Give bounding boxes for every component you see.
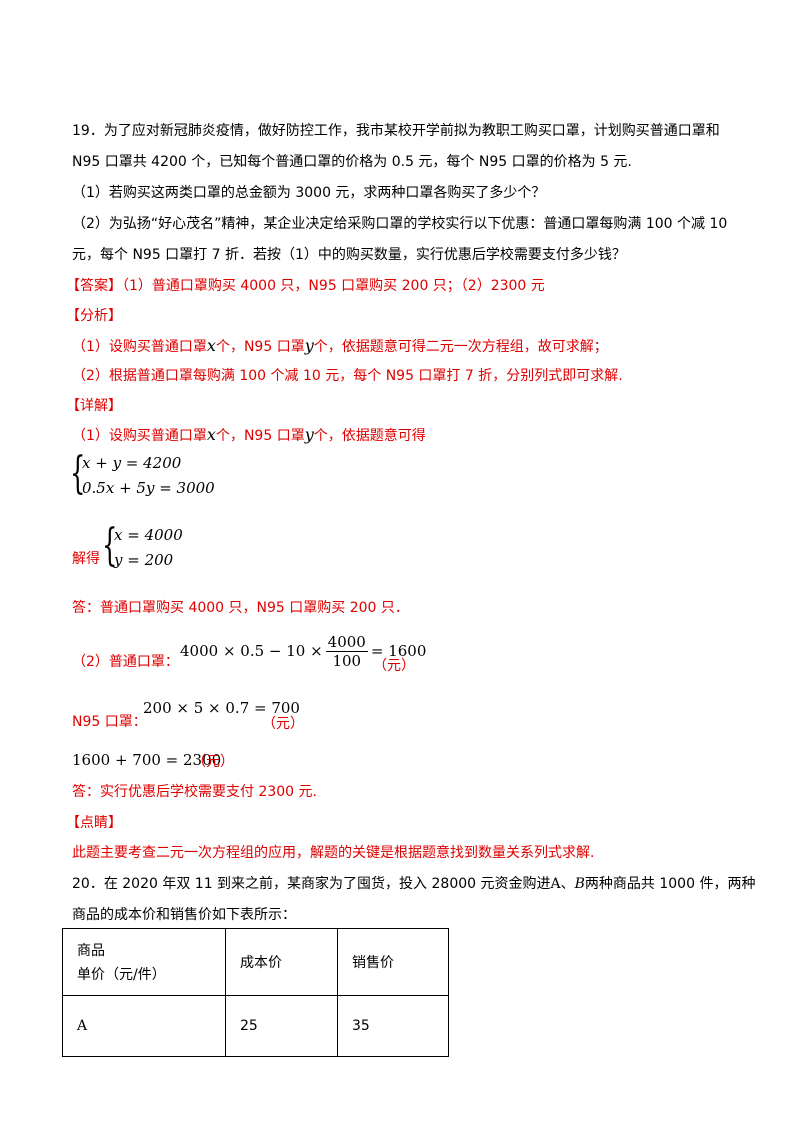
detail-label: 【详解】 [66,398,122,414]
detail-var-y: y [304,425,314,444]
analysis-line1-text-c: 个，依据题意可得二元一次方程组，故可求解； [313,339,608,355]
analysis-line1: （1）设购买普通口罩x个，N95 口罩y个，依据题意可得二元一次方程组，故可求解… [72,336,608,357]
sum-unit: （元） [192,754,234,770]
q20-line2: 商品的成本价和销售价如下表所示： [72,907,296,923]
n95-label: N95 口罩： [72,714,147,730]
system1-eq1: x + y = 4200 [82,454,182,472]
part2-fraction: 4000 100 [325,632,368,670]
analysis-label: 【分析】 [66,308,122,324]
table-header-cell: 商品 单价（元/件） [62,928,226,996]
detail-line1: （1）设购买普通口罩x个，N95 口罩y个，依据题意可得 [72,425,426,446]
q19-line1: 19．为了应对新冠肺炎疫情，做好防控工作，我市某校开学前拟为教职工购买口罩，计划… [72,123,720,139]
system2-brace: { [102,520,118,571]
table-col-sale: 销售价 [337,928,449,996]
table-header-top: 商品 [77,943,105,959]
q19-line2: N95 口罩共 4200 个，已知每个普通口罩的价格为 0.5 元，每个 N95… [72,154,632,170]
answer-line: 【答案】（1）普通口罩购买 4000 只，N95 口罩购买 200 只；（2）2… [66,276,545,296]
q20-line1: 20．在 2020 年双 11 到来之前，某商家为了囤货，投入 28000 元资… [72,874,755,894]
table-row: A 25 35 [62,995,449,1057]
part2-frac-den: 100 [332,651,362,670]
analysis-line1-text-b: 个，N95 口罩 [215,339,305,355]
n95-unit: （元） [262,716,304,732]
q20-line1-text-b: 两种商品共 1000 件，两种 [584,876,756,892]
detail-var-x: x [206,425,216,444]
q20-product-a: A [550,876,561,892]
part2-unit: （元） [373,658,415,674]
comment-text: 此题主要考查二元一次方程组的应用，解题的关键是根据题意找到数量关系列式求解. [72,845,595,861]
table-header-row: 商品 单价（元/件） 成本价 销售价 [62,928,449,996]
analysis-line2: （2）根据普通口罩每购满 100 个减 10 元，每个 N95 口罩打 7 折，… [72,368,623,384]
system2-eq1: x = 4000 [114,526,183,544]
table-col-cost: 成本价 [225,928,338,996]
table-header-bottom: 单价（元/件） [77,967,166,983]
part2-frac-num: 4000 [325,632,368,652]
part2-expression: 4000 × 0.5 − 10 × 4000 100 = 1600 [180,629,426,673]
system2-eq2: y = 200 [114,551,174,569]
table-row-a-name: A [62,995,226,1057]
price-table: 商品 单价（元/件） 成本价 销售价 A 25 35 [62,928,449,1057]
answer-text: （1）普通口罩购买 4000 只，N95 口罩购买 200 只；（2）2300 … [122,278,545,294]
answer-label: 【答案】 [66,278,122,294]
detail-line1-text-a: （1）设购买普通口罩 [72,428,207,444]
analysis-var-y: y [304,336,314,355]
detail-answer1: 答：普通口罩购买 4000 只，N95 口罩购买 200 只． [72,600,409,616]
part2-expr-b: = 1600 [370,642,427,660]
analysis-line1-text-a: （1）设购买普通口罩 [72,339,207,355]
detail-line1-text-c: 个，依据题意可得 [313,428,426,444]
q19-part2-line2: 元，每个 N95 口罩打 7 折．若按（1）中的购买数量，实行优惠后学校需要支付… [72,247,626,263]
q19-part2-line1: （2）为弘扬“好心茂名”精神，某企业决定给采购口罩的学校实行以下优惠：普通口罩每… [72,216,728,232]
detail-line1-text-b: 个，N95 口罩 [215,428,305,444]
part2-label: （2）普通口罩： [72,654,179,670]
analysis-var-x: x [206,336,216,355]
q20-line1-text-a: 20．在 2020 年双 11 到来之前，某商家为了囤货，投入 28000 元资… [72,876,551,892]
n95-expression: 200 × 5 × 0.7 = 700 [143,699,300,717]
solve-label: 解得 [72,551,100,567]
sum-expression: 1600 + 700 = 2300 [72,751,222,769]
detail-answer2: 答：实行优惠后学校需要支付 2300 元. [72,784,317,800]
system1-brace: { [70,448,86,499]
table-row-a-cost: 25 [225,995,338,1057]
system1-eq2: 0.5x + 5y = 3000 [82,479,215,497]
q20-product-b: B [574,876,585,892]
q20-separator: 、 [560,876,575,892]
part2-expr-a: 4000 × 0.5 − 10 × [180,642,323,660]
q19-part1: （1）若购买这两类口罩的总金额为 3000 元，求两种口罩各购买了多少个？ [72,185,546,201]
table-row-a-sale: 35 [337,995,449,1057]
comment-label: 【点睛】 [66,815,122,831]
